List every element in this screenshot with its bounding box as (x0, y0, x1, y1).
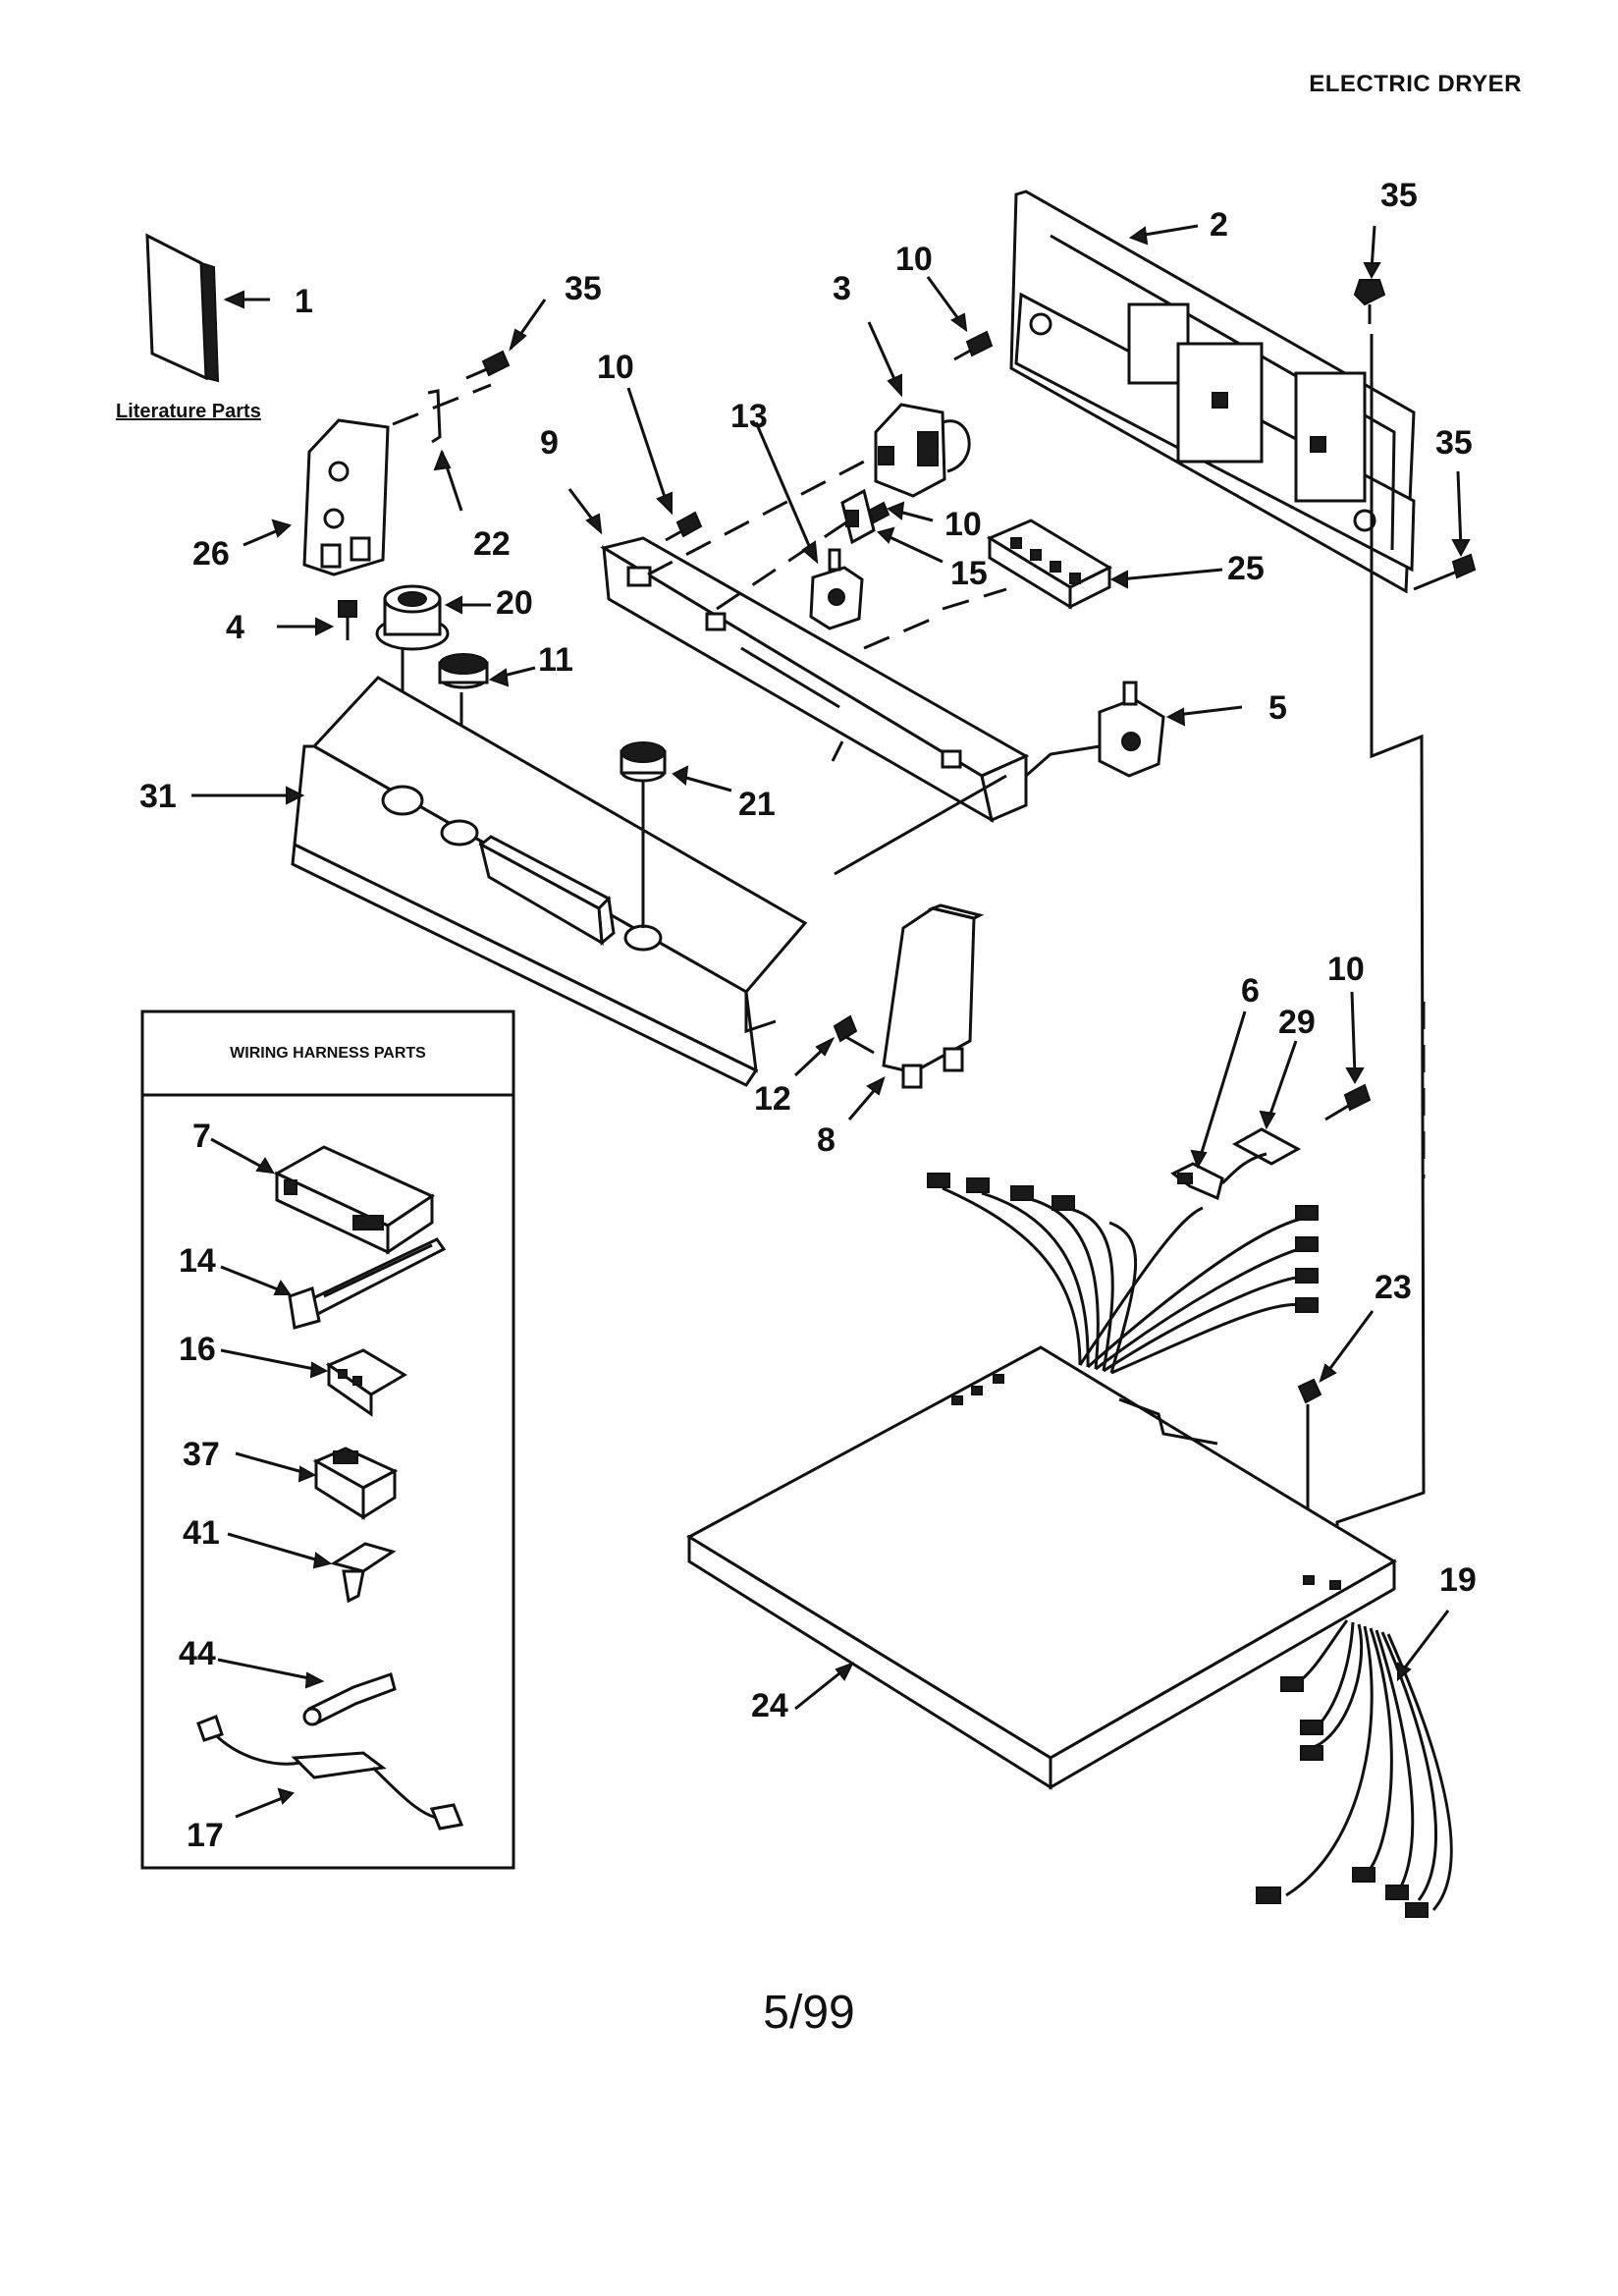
inset-label-14: 14 (179, 1242, 216, 1280)
wiring-harness-19 (1256, 1619, 1453, 1918)
callout-4: 4 (226, 609, 244, 646)
callout-29: 29 (1278, 1004, 1316, 1041)
callout-13: 13 (730, 398, 768, 435)
harness-part-16 (325, 1348, 407, 1417)
callout-10-switch: 10 (944, 506, 982, 543)
callout-23: 23 (1375, 1269, 1412, 1306)
callout-15: 15 (950, 555, 988, 592)
callout-10-timer: 10 (895, 241, 933, 278)
switch-5 (1025, 681, 1165, 778)
callout-35-left: 35 (565, 270, 602, 307)
callout-9: 9 (540, 424, 559, 462)
inset-label-44: 44 (179, 1635, 216, 1672)
timer-3 (874, 403, 971, 498)
callout-25: 25 (1227, 550, 1265, 587)
callout-2: 2 (1210, 206, 1228, 244)
inset-label-41: 41 (183, 1514, 220, 1552)
callout-35-top-right: 35 (1380, 177, 1418, 214)
clip-23 (1297, 1378, 1322, 1404)
callout-22: 22 (473, 525, 511, 563)
control-knob-21 (620, 741, 667, 928)
callout-5: 5 (1268, 689, 1287, 727)
page-date: 5/99 (763, 1987, 855, 2039)
screw-4 (338, 600, 357, 640)
back-panel-2 (1009, 190, 1416, 594)
screw-35-left (465, 350, 511, 380)
inset-label-16: 16 (179, 1331, 216, 1368)
harness-part-17 (196, 1715, 464, 1831)
callout-35-right: 35 (1435, 424, 1473, 462)
callout-21: 21 (738, 786, 776, 823)
control-bracket-9 (600, 536, 1030, 824)
screw-12 (833, 1014, 875, 1055)
console-end-cap-left (302, 418, 390, 576)
screw-10-bracket (665, 511, 703, 542)
harness-part-7 (273, 1145, 436, 1255)
top-panel-24 (685, 1345, 1397, 1790)
callout-6: 6 (1241, 972, 1260, 1010)
screw-10-harness (1324, 1083, 1372, 1121)
component-15 (840, 488, 876, 545)
callout-11: 11 (538, 641, 573, 679)
thermal-fuse-29 (1220, 1127, 1302, 1185)
callout-1: 1 (295, 283, 313, 320)
console-panel (291, 676, 808, 1087)
switch-13 (809, 548, 864, 630)
page-title: ELECTRIC DRYER (1309, 71, 1522, 97)
callout-26: 26 (192, 535, 230, 573)
inset-label-37: 37 (183, 1436, 220, 1473)
callout-10-harness: 10 (1327, 951, 1365, 988)
inset-title: WIRING HARNESS PARTS (230, 1045, 426, 1062)
harness-part-37 (312, 1447, 399, 1520)
literature-parts-label: Literature Parts (116, 401, 261, 422)
callout-20: 20 (496, 584, 533, 622)
console-end-cap-right (882, 903, 985, 1089)
callout-10-bracket: 10 (597, 349, 634, 386)
screw-10-timer (953, 330, 994, 361)
bracket-22 (427, 389, 442, 444)
callout-31: 31 (139, 778, 177, 815)
harness-part-41 (330, 1542, 397, 1604)
inset-label-7: 7 (192, 1118, 211, 1155)
screw-35-right (1413, 553, 1477, 591)
terminal-block-25 (986, 519, 1113, 610)
selector-knob-20 (375, 584, 450, 800)
callout-8: 8 (817, 1121, 836, 1159)
literature-booklet (145, 233, 220, 383)
screw-35-top-right (1353, 279, 1386, 324)
harness-part-14 (288, 1237, 447, 1330)
callout-19: 19 (1439, 1561, 1477, 1599)
wiring-harness-top (927, 1173, 1319, 1375)
callout-3: 3 (833, 270, 851, 307)
harness-part-44 (302, 1672, 397, 1726)
callout-24: 24 (751, 1687, 788, 1724)
callout-12: 12 (754, 1080, 791, 1118)
connector-6 (1170, 1162, 1224, 1201)
inset-label-17: 17 (187, 1817, 224, 1854)
